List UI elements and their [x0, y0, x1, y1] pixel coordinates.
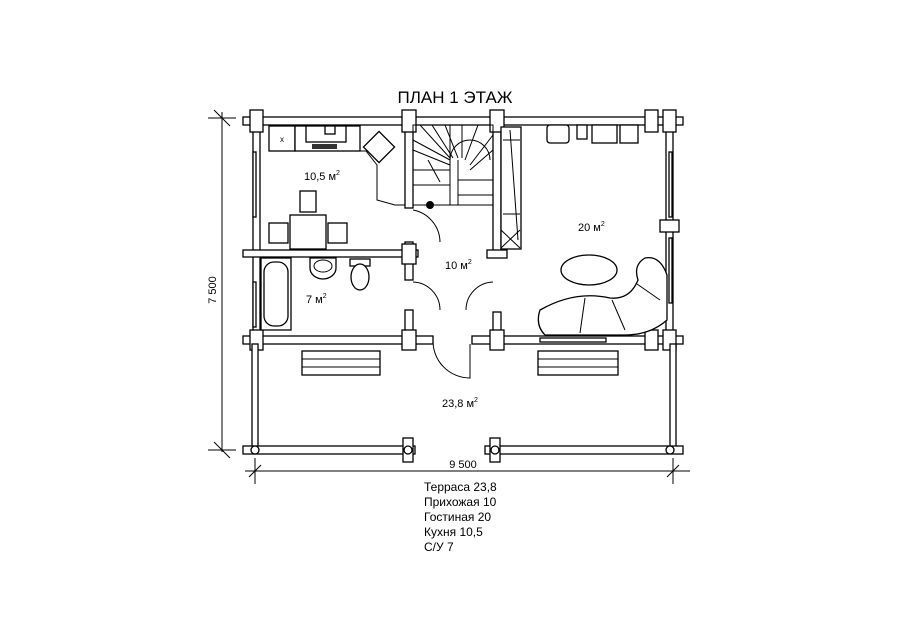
terrace-area: 23,8 м2 — [442, 397, 478, 410]
dimension-height: 7 500 — [207, 109, 236, 459]
stove-mark: x — [280, 135, 284, 144]
dimension-width: 9 500 — [245, 458, 690, 484]
bench-left — [301, 350, 381, 376]
terrace — [242, 343, 684, 463]
bathroom-area: 7 м2 — [306, 293, 327, 306]
height-label: 7 500 — [207, 276, 219, 304]
plan-title: ПЛАН 1 ЭТАЖ — [398, 88, 513, 107]
bathroom-fixtures — [260, 257, 371, 331]
kitchen-furniture: x — [268, 125, 405, 250]
legend-living: Гостиная 20 — [424, 510, 492, 524]
legend-bathroom: С/У 7 — [424, 540, 454, 554]
kitchen-area: 10,5 м2 — [304, 170, 340, 183]
area-legend: Терраса 23,8 Прихожая 10 Гостиная 20 Кух… — [424, 480, 497, 555]
bench-right — [537, 350, 619, 376]
staircase — [412, 124, 494, 209]
area-labels: 10,5 м2 7 м2 10 м2 20 м2 23,8 м2 — [304, 170, 605, 410]
legend-hallway: Прихожая 10 — [424, 495, 497, 509]
legend-kitchen: Кухня 10,5 — [424, 525, 483, 539]
living-furniture — [500, 124, 668, 336]
width-label: 9 500 — [449, 459, 477, 471]
legend-terrace: Терраса 23,8 — [424, 480, 497, 494]
hallway-area: 10 м2 — [445, 259, 472, 272]
living-area: 20 м2 — [578, 221, 605, 234]
doors — [412, 209, 494, 379]
